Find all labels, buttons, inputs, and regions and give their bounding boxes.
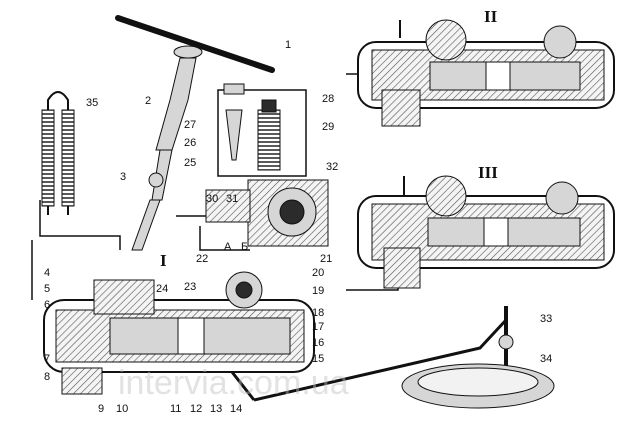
callout-27: 27 — [184, 119, 196, 131]
hydraulic-lines — [31, 200, 250, 300]
view-III-drawing — [346, 175, 615, 291]
callout-25: 25 — [184, 157, 196, 169]
callout-35: 35 — [86, 97, 98, 109]
callout-6: 6 — [44, 299, 50, 311]
callout-24: 24 — [156, 283, 168, 295]
callout-3: 3 — [120, 171, 126, 183]
callout-8: 8 — [44, 371, 50, 383]
callout-13: 13 — [210, 403, 222, 415]
view-label-I: I — [160, 251, 167, 270]
watermark: intervia.com.ua — [118, 364, 349, 402]
callout-9: 9 — [98, 403, 104, 415]
callout-29: 29 — [322, 121, 334, 133]
callout-7: 7 — [44, 353, 50, 365]
callout-21: 21 — [320, 253, 332, 265]
callout-11: 11 — [170, 403, 181, 415]
callout-5: 5 — [44, 283, 50, 295]
callout-23: 23 — [184, 281, 196, 293]
callout-14: 14 — [230, 403, 242, 415]
callout-32: 32 — [326, 161, 338, 173]
callout-18: 18 — [312, 307, 324, 319]
road-wheel — [401, 363, 555, 409]
callout-17: 17 — [312, 321, 324, 333]
linkage — [230, 306, 514, 402]
letter-label-B: Б — [241, 241, 248, 253]
view-label-III: III — [478, 163, 498, 182]
callout-12: 12 — [190, 403, 202, 415]
callout-20: 20 — [312, 267, 324, 279]
callout-19: 19 — [312, 285, 324, 297]
callout-15: 15 — [312, 353, 324, 365]
callout-28: 28 — [322, 93, 334, 105]
view-label-II: II — [484, 7, 498, 26]
callout-34: 34 — [540, 353, 552, 365]
view-II-drawing — [346, 19, 615, 127]
steering-shaft — [131, 57, 197, 251]
callout-30: 30 — [206, 193, 218, 205]
callout-26: 26 — [184, 137, 196, 149]
callouts: 1 2 3 4 5 6 7 8 9 10 11 12 13 14 15 16 1… — [44, 39, 552, 415]
reservoir-assembly — [217, 83, 307, 177]
steering-wheel — [115, 15, 275, 73]
callout-1: 1 — [285, 39, 291, 51]
callout-2: 2 — [145, 95, 151, 107]
callout-22: 22 — [196, 253, 208, 265]
radiator — [41, 91, 75, 215]
callout-33: 33 — [540, 313, 552, 325]
gear-housing-main — [43, 271, 315, 395]
callout-10: 10 — [116, 403, 128, 415]
callout-16: 16 — [312, 337, 324, 349]
pump — [205, 179, 329, 247]
callout-31: 31 — [226, 193, 238, 205]
callout-4: 4 — [44, 267, 50, 279]
letter-label-A: А — [224, 241, 232, 253]
